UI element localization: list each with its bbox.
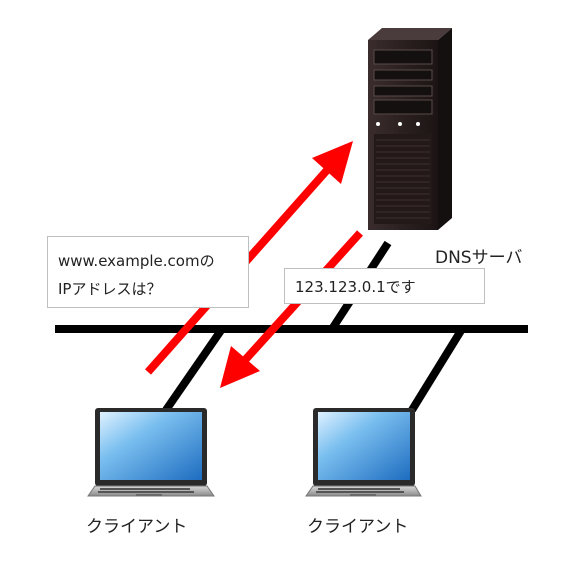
client2-label: クライアント [307,517,409,537]
dns-server-label: DNSサーバ [435,248,523,268]
client2-drop-line [408,326,466,413]
client1-laptop-icon [87,408,215,497]
answer-text: 123.123.0.1です [295,278,416,296]
client2-laptop-icon [305,408,422,497]
network [55,240,528,413]
query-callout: www.example.comの IPアドレスは？ [47,236,249,308]
answer-callout: 123.123.0.1です [284,268,485,304]
query-text-line2: IPアドレスは？ [58,280,162,298]
dns-server-icon [368,28,452,230]
query-text-line1: www.example.comの [58,252,215,270]
client1-drop-line [162,326,226,413]
client1-label: クライアント [86,517,188,537]
